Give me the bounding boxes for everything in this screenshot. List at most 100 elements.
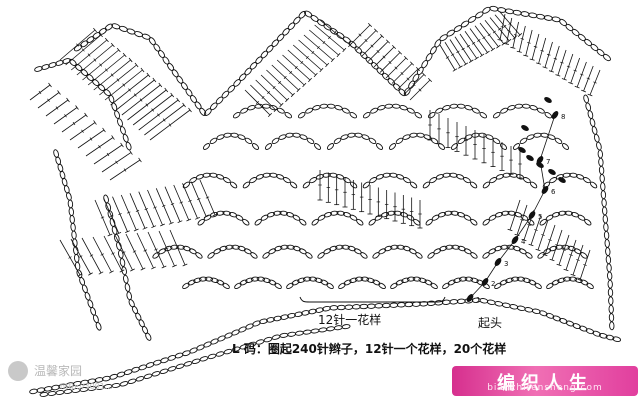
arch-chain-stitch (522, 277, 531, 283)
arch-chain-stitch (457, 211, 466, 218)
arch-chain-stitch (451, 244, 460, 250)
arch-chain-stitch (444, 210, 453, 216)
double-crochet-stitch (143, 249, 147, 252)
arch-chain-stitch (389, 172, 398, 178)
arch-chain-stitch (262, 277, 271, 283)
side-chain-stitch (79, 277, 86, 286)
foundation-chain-stitch (51, 384, 60, 391)
arch-chain-stitch (449, 172, 458, 178)
arch-chain-stitch (334, 105, 343, 111)
row-number: 4 (521, 238, 526, 246)
double-crochet-stitch (379, 33, 385, 39)
foundation-chain-stitch (572, 323, 581, 330)
double-crochet-stitch (536, 62, 542, 65)
arch-chain-stitch (195, 252, 203, 259)
double-crochet-stitch (47, 98, 50, 102)
arch-chain-stitch (266, 211, 275, 218)
double-crochet-stitch (110, 73, 114, 77)
double-crochet-stitch (358, 33, 362, 37)
side-chain-stitch (598, 157, 604, 167)
double-crochet-stitch (527, 42, 531, 44)
double-crochet-stitch (560, 61, 564, 64)
top-edge-chain-stitch (590, 43, 599, 52)
side-chain-stitch (66, 192, 72, 201)
arch-chain-stitch (568, 276, 578, 282)
side-chain-stitch (599, 173, 605, 183)
double-crochet-stitch (176, 97, 180, 103)
arch-chain-stitch (231, 244, 240, 250)
arch-chain-stitch (273, 210, 282, 216)
arch-chain-stitch (222, 282, 230, 290)
foundation-chain-stitch (545, 312, 555, 319)
arch-chain-stitch (586, 282, 594, 290)
double-crochet-stitch (388, 61, 392, 64)
arch-chain-stitch (557, 277, 566, 283)
arch-chain-stitch (323, 211, 332, 218)
top-edge-chain-stitch (153, 43, 161, 52)
double-crochet-stitch (273, 107, 278, 113)
top-edge-chain-stitch (596, 48, 605, 57)
double-crochet-stitch (568, 82, 574, 85)
arch-chain-stitch (545, 214, 554, 221)
double-crochet-stitch (116, 47, 121, 53)
side-chain-stitch (597, 149, 603, 159)
side-chain-stitch (84, 292, 91, 301)
top-edge-chain-stitch (584, 38, 593, 47)
arch-chain-stitch (512, 143, 521, 150)
arch-chain-stitch (299, 134, 308, 140)
double-crochet-stitch (330, 57, 335, 63)
side-chain-stitch (128, 299, 135, 308)
row-start-connector (531, 189, 546, 216)
side-chain-stitch (70, 222, 76, 232)
arch-chain-stitch (223, 177, 231, 184)
double-crochet-stitch (497, 39, 503, 41)
foundation-chain-stitch (351, 304, 361, 310)
arch-chain-stitch (347, 132, 356, 138)
arch-chain-stitch (242, 218, 250, 226)
arch-chain-stitch (279, 210, 288, 216)
arch-chain-stitch (388, 143, 397, 150)
side-chain-stitch (585, 102, 592, 112)
double-crochet-stitch (177, 220, 183, 224)
double-crochet-stitch (418, 88, 422, 92)
row-number: 5 (538, 213, 542, 221)
arch-chain-stitch (523, 177, 531, 184)
foundation-chain-stitch (58, 383, 68, 390)
foundation-chain-stitch (199, 356, 209, 362)
top-edge-chain-stitch (80, 40, 89, 48)
arch-chain-stitch (338, 282, 346, 290)
double-crochet-stitch (285, 97, 290, 103)
double-crochet-stitch (534, 229, 538, 231)
arch-chain-stitch (216, 279, 225, 286)
double-crochet-stitch (586, 77, 591, 80)
double-crochet-stitch (157, 113, 160, 117)
double-crochet-stitch (135, 209, 140, 212)
arch-chain-stitch (525, 252, 533, 259)
arch-chain-stitch (274, 245, 283, 252)
side-chain-stitch (111, 226, 118, 235)
double-crochet-stitch (118, 213, 122, 216)
arch-chain-stitch (280, 244, 289, 250)
side-chain-stitch (92, 314, 99, 324)
top-edge-chain-stitch (342, 36, 351, 44)
arch-chain-stitch (306, 137, 315, 145)
foundation-chain-stitch (329, 305, 339, 311)
top-edge-chain-stitch (504, 8, 515, 15)
double-crochet-stitch (154, 248, 158, 251)
foundation-chain-stitch (29, 388, 39, 395)
arch-chain-stitch (442, 105, 451, 111)
double-crochet-stitch (311, 50, 315, 55)
arch-chain-stitch (366, 277, 375, 283)
arch-chain-stitch (471, 107, 480, 114)
double-crochet-stitch (261, 96, 265, 99)
side-chain-stitch (114, 110, 121, 119)
double-crochet-stitch (513, 214, 517, 216)
foundation-chain-stitch (426, 300, 436, 306)
double-crochet-stitch (81, 48, 85, 52)
foundation-chain-stitch (579, 325, 588, 332)
arch-chain-stitch (396, 244, 405, 250)
double-crochet-stitch (370, 44, 374, 48)
foundation-chain-stitch (509, 304, 519, 310)
double-crochet-stitch (456, 50, 460, 54)
arch-chain-stitch (341, 244, 350, 250)
